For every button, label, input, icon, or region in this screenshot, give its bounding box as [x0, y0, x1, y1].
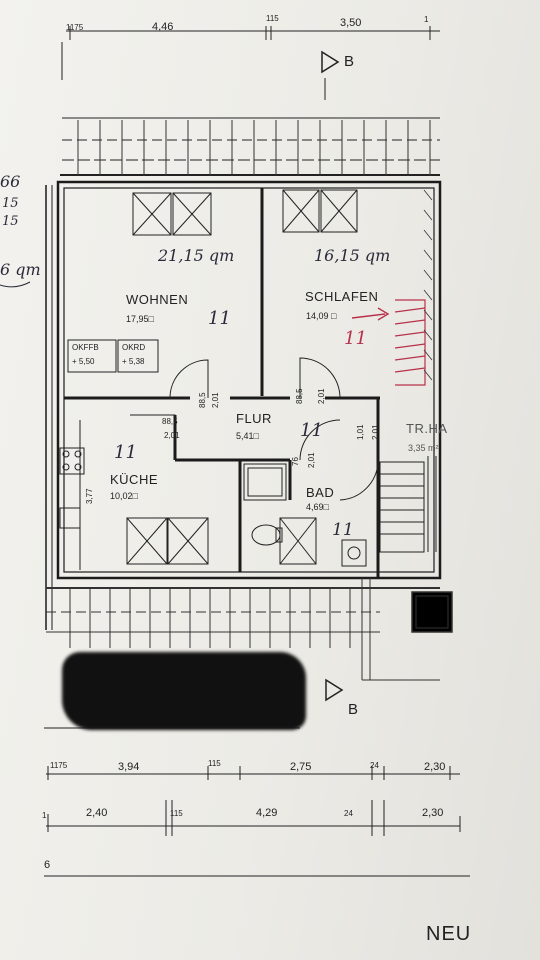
kueche-handwritten-note: 11: [114, 442, 137, 463]
sill-left-line2: + 5,50: [72, 357, 95, 366]
wohnen-handwritten-area: 21,15 qm: [158, 246, 235, 265]
bottom-row1-item-1: 1175: [50, 761, 68, 770]
interior-walls: [64, 188, 380, 578]
section-label-top: B: [344, 53, 355, 70]
door-kueche-dim-a: 88,5: [162, 417, 178, 426]
outer-walls: [45, 180, 442, 630]
bottom-row2-item-2: 2,40: [86, 807, 108, 819]
room-label-schlafen: SCHLAFEN: [305, 289, 379, 304]
kueche-side-dim: 3,77: [85, 488, 94, 504]
schlafen-handwritten-note: 11: [344, 328, 367, 349]
room-area-bad: 4,69□: [306, 502, 329, 512]
room-label-kueche: KÜCHE: [110, 472, 159, 487]
door-kueche-dim-b: 2,01: [164, 431, 180, 440]
room-area-flur: 5,41□: [236, 431, 259, 441]
top-dim-left-mark: 1175: [66, 23, 84, 32]
schlafen-handwritten-area: 16,15 qm: [314, 246, 391, 265]
bottom-row2-item-6: 2,30: [422, 807, 444, 819]
bottom-row2-item-1: 1: [42, 811, 47, 820]
door-schlafen-dim-b: 2,01: [317, 388, 326, 404]
door-swings: [130, 357, 379, 501]
sill-right-line2: + 5,38: [122, 357, 145, 366]
room-area-treppenhaus: 3,35 m²: [408, 443, 439, 453]
room-label-flur: FLUR: [236, 411, 272, 426]
bathroom-fixtures: [243, 463, 367, 567]
skylights: [126, 189, 358, 565]
rafters-bottom: [46, 578, 453, 681]
door-wohnen-dim-a: 88,5: [198, 392, 207, 408]
door-trha-dim-a: 1,01: [356, 424, 365, 440]
redaction-block: [62, 652, 306, 730]
room-label-wohnen: WOHNEN: [126, 292, 189, 307]
door-bad-dim-a: 76: [291, 457, 300, 466]
bottom-row2-item-5: 24: [344, 809, 353, 818]
kitchen-fixtures: [59, 420, 85, 570]
bottom-dimension-lines: [44, 727, 470, 877]
top-dim-right-mark: 1: [424, 15, 429, 24]
door-wohnen-dim-b: 2,01: [211, 392, 220, 408]
footer-text: NEU: [426, 923, 472, 945]
top-dim-segment-1: 4,46: [152, 21, 174, 33]
margin-note-3: 15: [2, 214, 19, 229]
door-bad-dim-b: 2,01: [307, 452, 316, 468]
room-area-kueche: 10,02□: [110, 491, 138, 501]
bad-handwritten-note: 11: [332, 520, 354, 540]
bottom-row1-item-6: 2,30: [424, 761, 446, 773]
bottom-row2-item-4: 4,29: [256, 807, 278, 819]
margin-note-4: 6 qm: [0, 260, 41, 279]
door-trha-dim-b: 2,01: [371, 424, 380, 440]
stairwell-steps: [379, 456, 437, 553]
bottom-row1-item-4: 2,75: [290, 761, 312, 773]
flur-handwritten-note: 11: [300, 420, 323, 441]
room-label-treppenhaus: TR.HA: [406, 421, 448, 436]
bottom-row3-mark: 6: [44, 859, 51, 871]
margin-note-1: 66: [0, 172, 21, 191]
sill-left-line1: OKFFB: [72, 343, 99, 352]
wohnen-handwritten-note: 11: [208, 308, 231, 329]
section-label-bottom: B: [348, 701, 359, 718]
bottom-row1-item-2: 3,94: [118, 761, 140, 773]
room-label-bad: BAD: [306, 485, 335, 500]
top-dim-mid-mark: 115: [266, 14, 279, 23]
room-area-wohnen: 17,95□: [126, 314, 154, 324]
bottom-row1-item-5: 24: [370, 761, 379, 770]
bottom-row1-item-3: 115: [208, 759, 221, 768]
section-marker-bottom: [325, 678, 344, 702]
rafters-top: [77, 120, 431, 176]
room-area-schlafen: 14,09 □: [306, 311, 337, 321]
margin-note-2: 15: [2, 196, 19, 211]
bottom-row2-item-3: 115: [170, 809, 183, 818]
door-schlafen-dim-a: 88,5: [295, 388, 304, 404]
handwritten-stair-red: [351, 299, 426, 386]
section-marker-top: [321, 50, 340, 74]
wall-hatch-right: [423, 189, 433, 381]
top-dim-segment-2: 3,50: [340, 17, 362, 29]
sill-right-line1: OKRD: [122, 343, 146, 352]
sill-boxes: [67, 339, 159, 373]
